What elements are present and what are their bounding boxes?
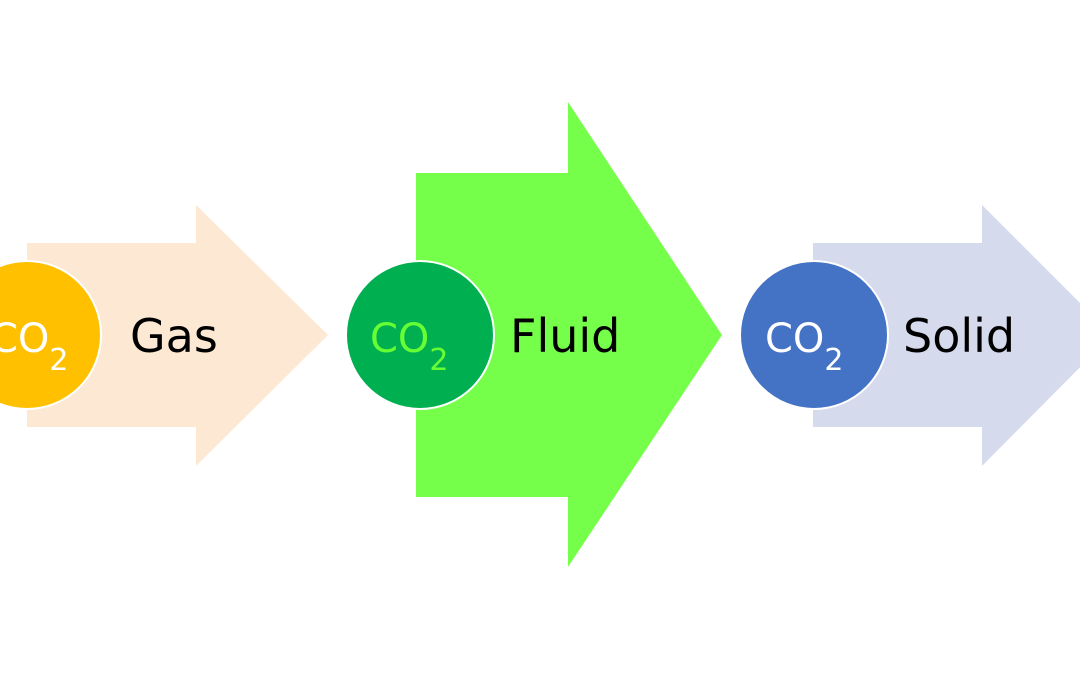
solid-label: Solid [903, 309, 1015, 363]
gas-label: Gas [130, 309, 218, 363]
fluid-co2-circle [345, 260, 495, 410]
gas-arrow [27, 205, 328, 466]
fluid-label: Fluid [510, 309, 620, 363]
stage-fluid: CO2 Fluid [345, 102, 722, 567]
solid-co2-formula: CO2 [765, 316, 844, 378]
solid-arrow [813, 205, 1080, 466]
gas-co2-circle [0, 260, 102, 410]
stage-solid: CO2 Solid [739, 205, 1080, 466]
fluid-co2-formula: CO2 [370, 316, 449, 378]
stage-gas: CO2 Gas [0, 205, 328, 466]
gas-co2-formula: CO2 [0, 316, 69, 378]
solid-co2-circle [739, 260, 889, 410]
fluid-arrow [416, 102, 722, 567]
